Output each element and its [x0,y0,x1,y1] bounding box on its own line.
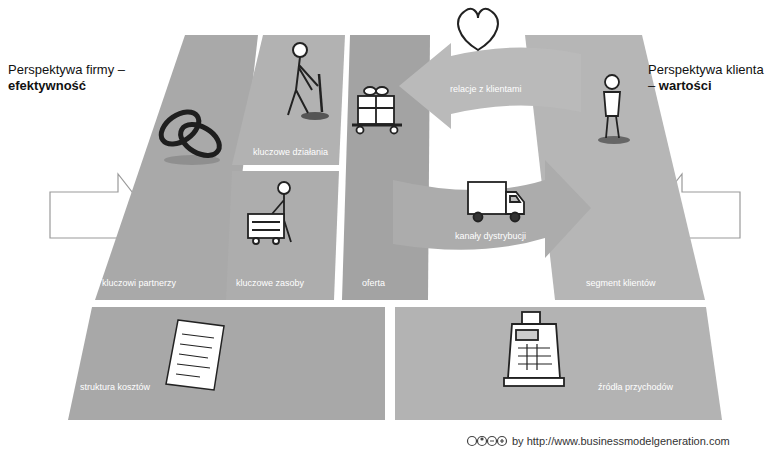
label-group: Perspektywa firmy –efektywność [8,62,178,94]
label-group: Perspektywa klienta –wartości [648,62,766,94]
block-fill [395,307,722,420]
block-label: kluczowe działania [253,147,328,158]
block-shape [232,35,345,165]
perspective-label: wartości [659,78,712,93]
block-shape [395,307,722,420]
heart-drawing [458,9,498,50]
block-label: źródła przychodów [598,382,673,393]
block-label: kanały dystrybucji [455,231,526,242]
canvas-block: relacje z klientami [395,40,587,132]
block-shape [385,152,595,264]
canvas-block: kluczowe działania [232,35,345,165]
perspective-label: efektywność [8,78,178,94]
block-shape [68,307,385,420]
block-label: relacje z klientami [450,84,522,95]
canvas-block: kanały dystrybucji [385,152,595,264]
block-label: oferta [362,278,385,289]
label-group: by http://www.businessmodelgeneration.co… [512,434,767,448]
license-icons [468,437,507,446]
block-fill [232,35,345,165]
block-label: struktura kosztów [80,382,150,393]
block-label: segment klientów [586,278,656,289]
perspective-label: by http://www.businessmodelgeneration.co… [512,435,730,447]
perspective-label: Perspektywa firmy – [8,62,178,78]
block-label: kluczowe zasoby [236,278,304,289]
block-fill [226,171,339,300]
block-fill [68,307,385,420]
canvas-block: źródła przychodów [395,307,722,420]
canvas-block: kluczowe zasoby [226,171,339,300]
block-label: kluczowi partnerzy [102,278,176,289]
canvas-block: struktura kosztów [68,307,385,420]
